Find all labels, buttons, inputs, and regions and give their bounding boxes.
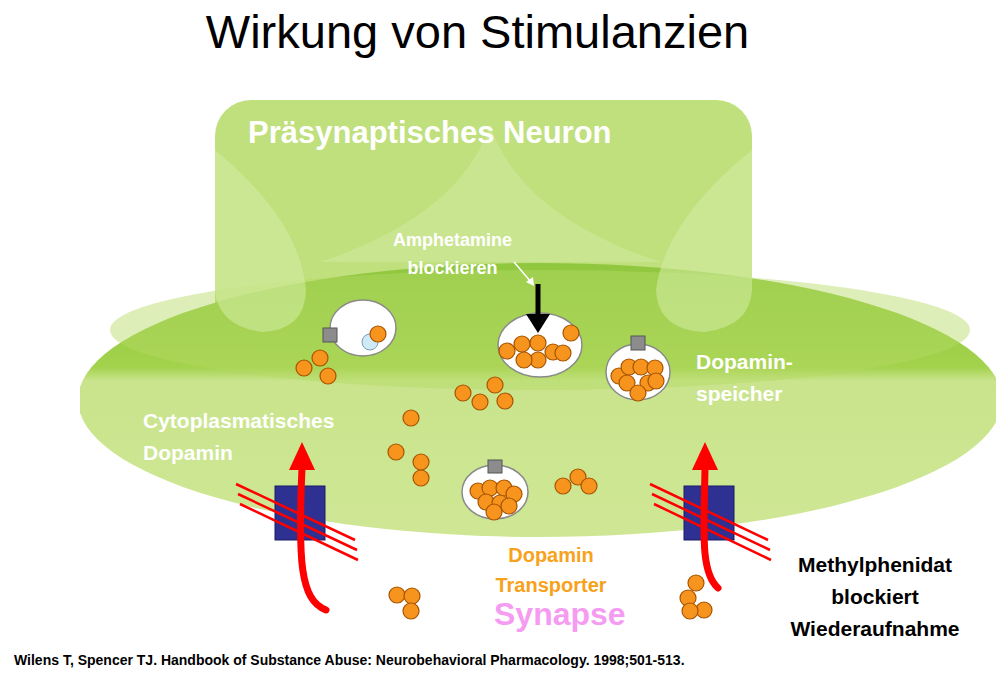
- arrow-head: [289, 442, 315, 470]
- dopamine-dot: [486, 504, 502, 520]
- dopamine-dot: [516, 352, 532, 368]
- block-line: [240, 504, 358, 560]
- dopamine-dot: [570, 469, 586, 485]
- neuron-heading: Präsynaptisches Neuron: [248, 115, 612, 151]
- leader-line: [514, 262, 531, 282]
- dopamine-dot: [611, 368, 627, 384]
- dopamine-dot: [472, 394, 488, 410]
- block-line: [654, 504, 771, 560]
- region-label: Cytoplasmatisches Dopamin: [143, 405, 403, 469]
- synapse-label: Synapse: [494, 596, 626, 633]
- vesicle: [606, 344, 670, 400]
- neuron-outline: [80, 100, 996, 537]
- dopamine-dot: [545, 344, 561, 360]
- reuptake-arrow: [300, 468, 326, 610]
- dopamine-dot: [403, 603, 419, 619]
- dopamine-dot: [514, 336, 530, 352]
- dopamine-dot: [455, 385, 471, 401]
- neuron-lobe: [656, 150, 752, 332]
- dopamine-dot: [499, 343, 515, 359]
- dopamine-dot: [404, 588, 420, 604]
- free-dopamine: [296, 350, 712, 619]
- vesicle-transporter: [631, 336, 645, 350]
- dopamine-dot: [680, 590, 696, 606]
- dopamine-dot: [370, 326, 386, 342]
- block-arrow-head: [526, 314, 550, 333]
- block-line: [650, 484, 768, 540]
- reuptake-arrows: [300, 468, 718, 610]
- dopamine-dot: [501, 498, 517, 514]
- dopamine-dot: [555, 478, 571, 494]
- dopamine-dot: [496, 480, 512, 496]
- dopamine-dot: [413, 470, 429, 486]
- neuron-shape: Präsynaptisches NeuronAmphetamine blocki…: [80, 100, 996, 537]
- neuron-lobe: [215, 150, 306, 332]
- leader-head: [526, 277, 534, 286]
- dopamine-dot: [633, 359, 649, 375]
- citation: Wilens T, Spencer TJ. Handbook of Substa…: [14, 652, 685, 668]
- block-marks: [236, 484, 771, 560]
- dopamine-dot: [619, 375, 635, 391]
- dopamine-dot: [555, 345, 571, 361]
- dopamine-dot: [640, 375, 656, 391]
- dopamine-dot: [682, 603, 698, 619]
- vesicle-group: [323, 300, 670, 520]
- dopamine-dot: [312, 350, 328, 366]
- vesicle-transporter: [323, 328, 337, 342]
- drug-note: Amphetamine blockieren: [365, 226, 540, 282]
- vesicle-transporter: [488, 460, 502, 473]
- arrow-head: [692, 442, 718, 470]
- block-line: [652, 494, 770, 550]
- title: Wirkung von Stimulanzien: [0, 4, 955, 59]
- dopamine-transporter: [275, 486, 325, 540]
- dopamine-dot: [478, 494, 494, 510]
- dopamine-dot: [530, 352, 546, 368]
- dopamine-dot: [647, 360, 663, 376]
- dopamine-dot: [389, 587, 405, 603]
- dopamine-dot: [506, 486, 522, 502]
- dopamine-dot: [581, 478, 597, 494]
- dopamine-dot: [470, 483, 486, 499]
- dopamine-dot: [320, 368, 336, 384]
- region-label: Dopamin- speicher: [696, 346, 816, 410]
- dopamine-dot: [403, 410, 419, 426]
- dopamine-dot: [487, 377, 503, 393]
- transporter-label: Dopamin Transporter: [456, 540, 646, 600]
- transporters: [275, 486, 734, 540]
- vesicle-content: [362, 334, 378, 350]
- reuptake-arrow: [704, 468, 718, 588]
- vesicle: [330, 300, 396, 356]
- dopamine-dot: [413, 454, 429, 470]
- vesicle: [498, 313, 582, 377]
- dopamine-dot: [296, 360, 312, 376]
- block-line: [236, 484, 355, 540]
- dopamine-dot: [388, 444, 404, 460]
- vesicle: [462, 465, 528, 519]
- block-arrow: [536, 284, 541, 318]
- dopamine-dot: [688, 575, 704, 591]
- dopamine-dot: [630, 385, 646, 401]
- drug-note: Methylphenidat blockiert Wiederaufnahme: [760, 549, 990, 645]
- dopamine-dot: [648, 373, 664, 389]
- neuron-terminal: [80, 263, 996, 537]
- dopamine-dot: [530, 335, 546, 351]
- block-line: [238, 494, 357, 550]
- dopamine-dot: [621, 359, 637, 375]
- dopamine-dot: [696, 602, 712, 618]
- dopamine-dot: [497, 393, 513, 409]
- dopamine-dot: [492, 495, 508, 511]
- dopamine-transporter: [684, 486, 734, 540]
- dopamine-dot: [482, 480, 498, 496]
- dopamine-dot: [563, 325, 579, 341]
